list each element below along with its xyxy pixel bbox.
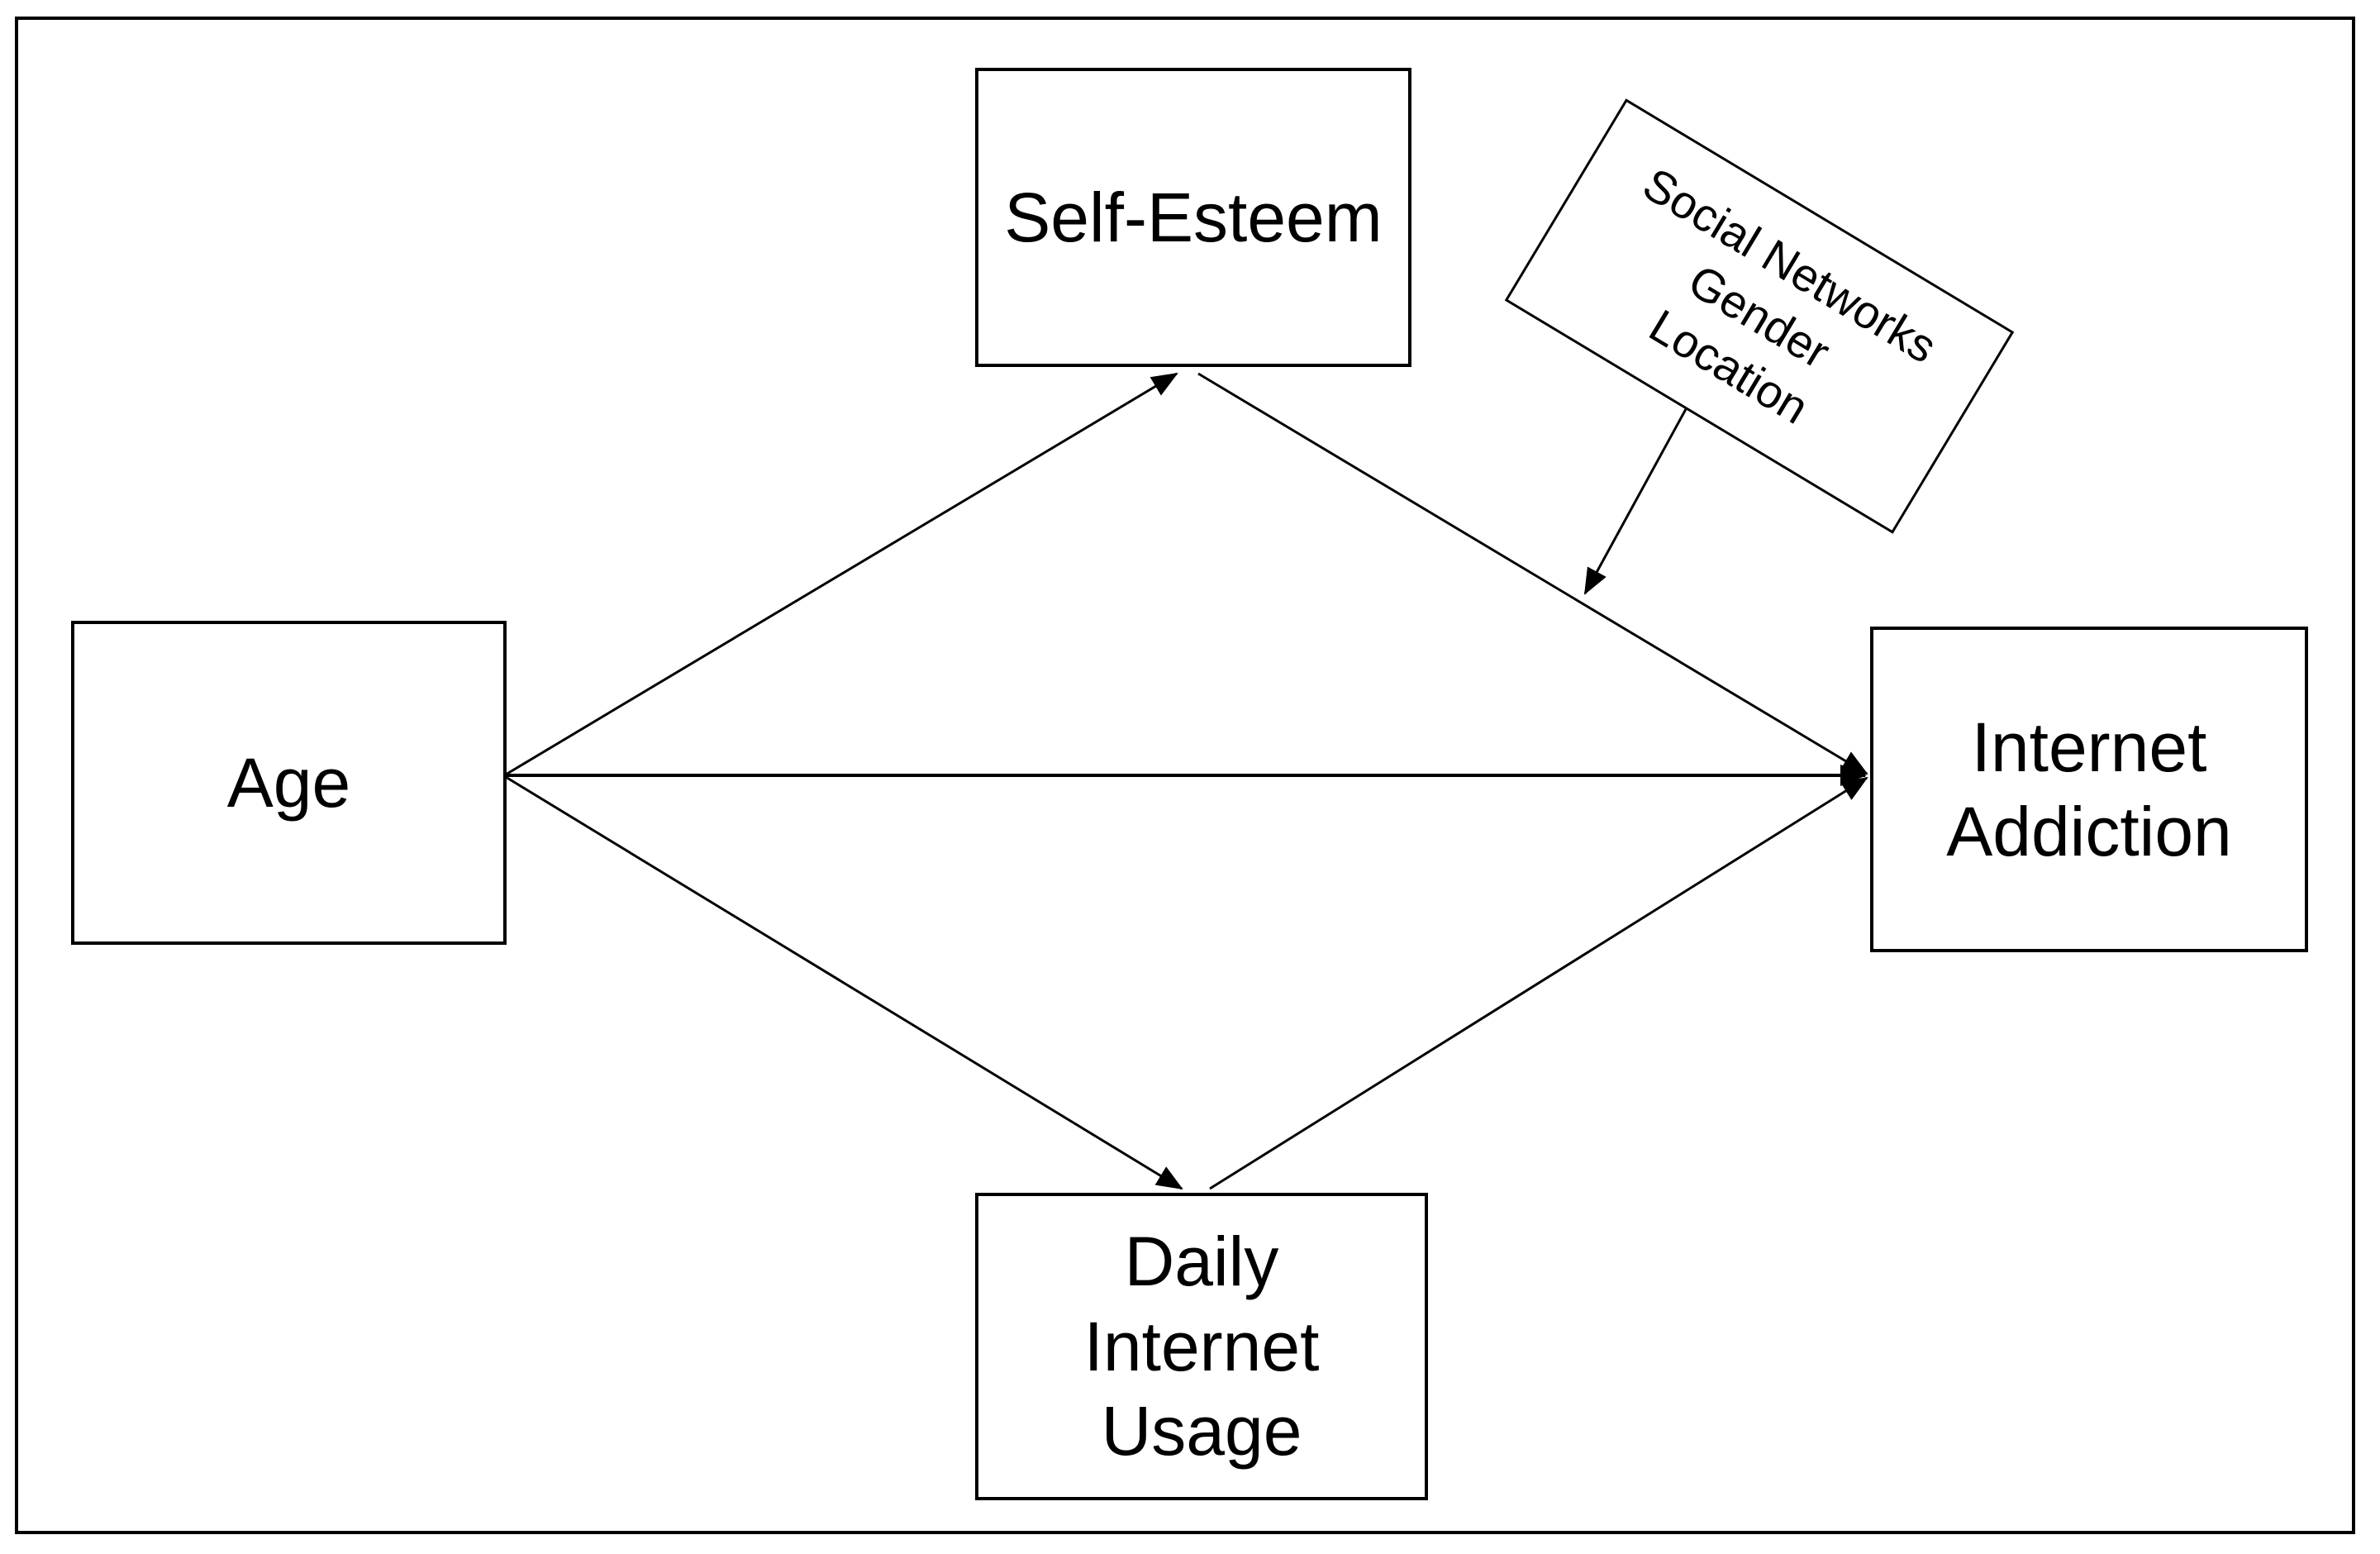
node-self-esteem: Self-Esteem: [975, 68, 1411, 367]
node-age: Age: [71, 621, 507, 945]
node-daily-internet-usage-label-line1: Daily: [1124, 1223, 1279, 1301]
node-daily-internet-usage-label-line3: Usage: [1101, 1392, 1302, 1471]
node-daily-internet-usage-label-line2: Internet: [1083, 1307, 1320, 1385]
edge-age-to-daily-internet-usage: [505, 775, 1183, 1190]
node-internet-addiction-label-line2: Addiction: [1946, 793, 2232, 870]
node-internet-addiction: Internet Addiction: [1870, 627, 2308, 952]
edge-self-esteem-to-internet-addiction: [1197, 372, 1868, 775]
node-age-label: Age: [226, 743, 351, 822]
edge-moderators-to-mediation-path: [1583, 408, 1687, 595]
edge-daily-internet-usage-to-internet-addiction: [1209, 776, 1868, 1190]
node-self-esteem-label: Self-Esteem: [1004, 178, 1383, 256]
edge-age-to-self-esteem: [505, 372, 1178, 776]
node-internet-addiction-label-line1: Internet: [1971, 708, 2207, 786]
outer-frame: [15, 17, 2355, 1534]
node-daily-internet-usage: Daily Internet Usage: [975, 1193, 1428, 1500]
